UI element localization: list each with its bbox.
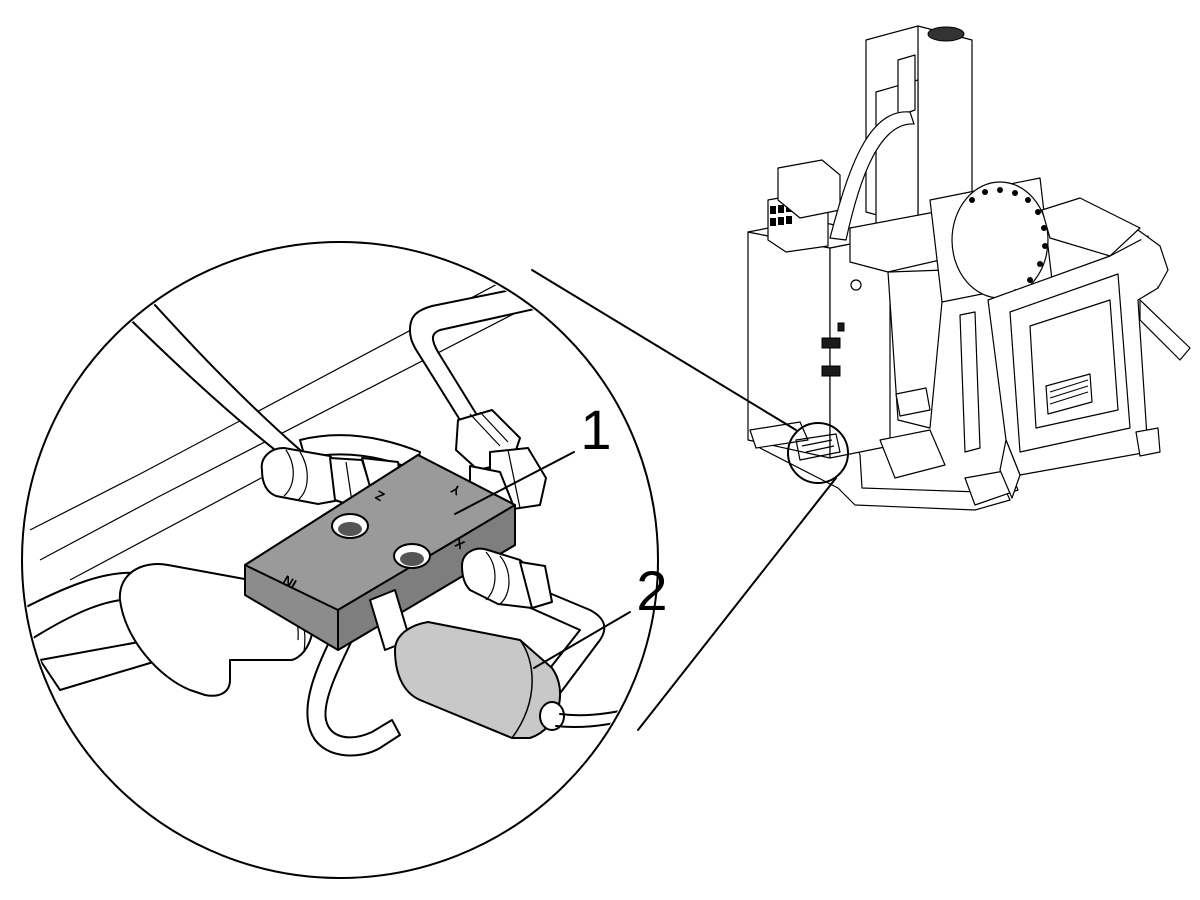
machine-illustration <box>747 25 1191 511</box>
port-label-inlet: IN <box>280 572 299 591</box>
x-port-fitting <box>461 547 553 609</box>
callout-2-label: 2 <box>636 559 667 622</box>
source-detail <box>795 433 841 461</box>
detail-callout <box>21 241 849 879</box>
magnified-view: Z Y X IN <box>24 244 656 757</box>
manifold-block: Z Y X IN <box>244 454 516 651</box>
callout-1-label: 1 <box>580 398 611 461</box>
y-port-fitting <box>455 409 547 511</box>
leader-line-2 <box>533 611 631 669</box>
pressure-sensor <box>394 621 656 739</box>
leader-line-1 <box>454 451 575 515</box>
